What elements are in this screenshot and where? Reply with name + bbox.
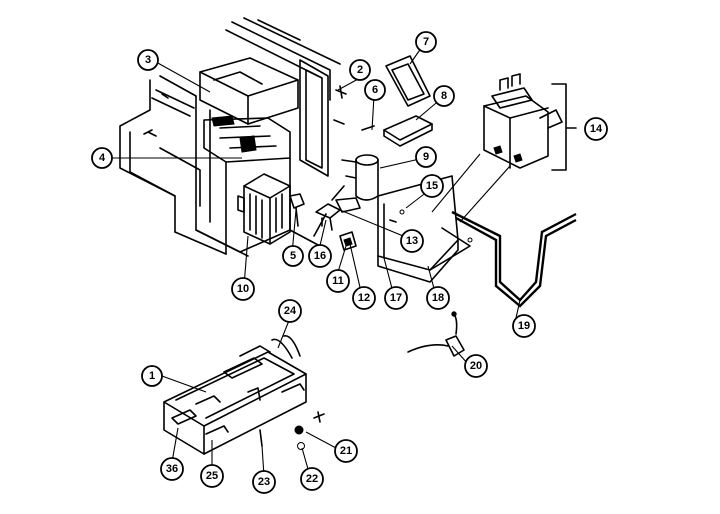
- relay-14: [483, 73, 563, 169]
- callout-5: 5: [282, 245, 304, 267]
- callout-21: 21: [334, 439, 358, 463]
- base-pan: [163, 335, 325, 455]
- svg-text:9: 9: [423, 151, 429, 163]
- svg-text:22: 22: [306, 473, 318, 485]
- callout-16: 16: [308, 244, 332, 268]
- svg-text:10: 10: [237, 283, 249, 295]
- svg-text:23: 23: [258, 476, 270, 488]
- svg-text:17: 17: [390, 292, 402, 304]
- cabinet-frame: [119, 17, 375, 257]
- svg-text:1: 1: [149, 370, 155, 382]
- svg-text:20: 20: [470, 360, 482, 372]
- callout-25: 25: [200, 464, 224, 488]
- svg-text:21: 21: [340, 445, 352, 457]
- callout-17: 17: [384, 286, 408, 310]
- callout-13: 13: [400, 229, 424, 253]
- power-cord: [407, 311, 465, 357]
- callout-15: 15: [420, 174, 444, 198]
- clip-parts: [313, 197, 361, 237]
- callout-20: 20: [464, 354, 488, 378]
- svg-text:24: 24: [284, 305, 297, 317]
- callout-1: 1: [141, 365, 163, 387]
- callout-6: 6: [364, 79, 386, 101]
- callout-18: 18: [426, 286, 450, 310]
- callout-19: 19: [512, 314, 536, 338]
- callout-3: 3: [137, 49, 159, 71]
- group-bracket-14: [551, 83, 577, 171]
- callout-10: 10: [231, 277, 255, 301]
- callout-9: 9: [415, 146, 437, 168]
- callout-22: 22: [300, 467, 324, 491]
- svg-text:4: 4: [99, 152, 106, 164]
- svg-text:8: 8: [441, 90, 447, 102]
- cover-plate-7: [385, 55, 431, 107]
- callout-7: 7: [415, 31, 437, 53]
- connector-5: [289, 193, 305, 227]
- callout-2: 2: [349, 59, 371, 81]
- callout-12: 12: [352, 286, 376, 310]
- callout-36: 36: [160, 457, 184, 481]
- capacitor: [331, 154, 379, 201]
- svg-text:7: 7: [423, 36, 429, 48]
- svg-text:3: 3: [145, 54, 151, 66]
- svg-text:5: 5: [290, 250, 296, 262]
- svg-text:18: 18: [432, 292, 444, 304]
- callout-4: 4: [91, 147, 113, 169]
- bracket-11: [339, 231, 357, 251]
- callout-8: 8: [433, 85, 455, 107]
- svg-text:11: 11: [332, 275, 344, 287]
- svg-text:15: 15: [426, 180, 438, 192]
- svg-text:36: 36: [166, 463, 178, 475]
- transformer: [237, 173, 291, 245]
- svg-text:12: 12: [358, 292, 370, 304]
- callout-14: 14: [584, 117, 608, 141]
- svg-text:6: 6: [372, 84, 378, 96]
- callout-24: 24: [278, 299, 302, 323]
- panel-8: [383, 115, 433, 147]
- svg-text:14: 14: [590, 123, 603, 135]
- callout-23: 23: [252, 470, 276, 494]
- svg-text:13: 13: [406, 235, 418, 247]
- svg-text:16: 16: [314, 250, 326, 262]
- svg-text:19: 19: [518, 320, 530, 332]
- svg-text:2: 2: [357, 64, 363, 76]
- svg-text:25: 25: [206, 470, 218, 482]
- wire-harness: [431, 153, 577, 308]
- callout-11: 11: [326, 269, 350, 293]
